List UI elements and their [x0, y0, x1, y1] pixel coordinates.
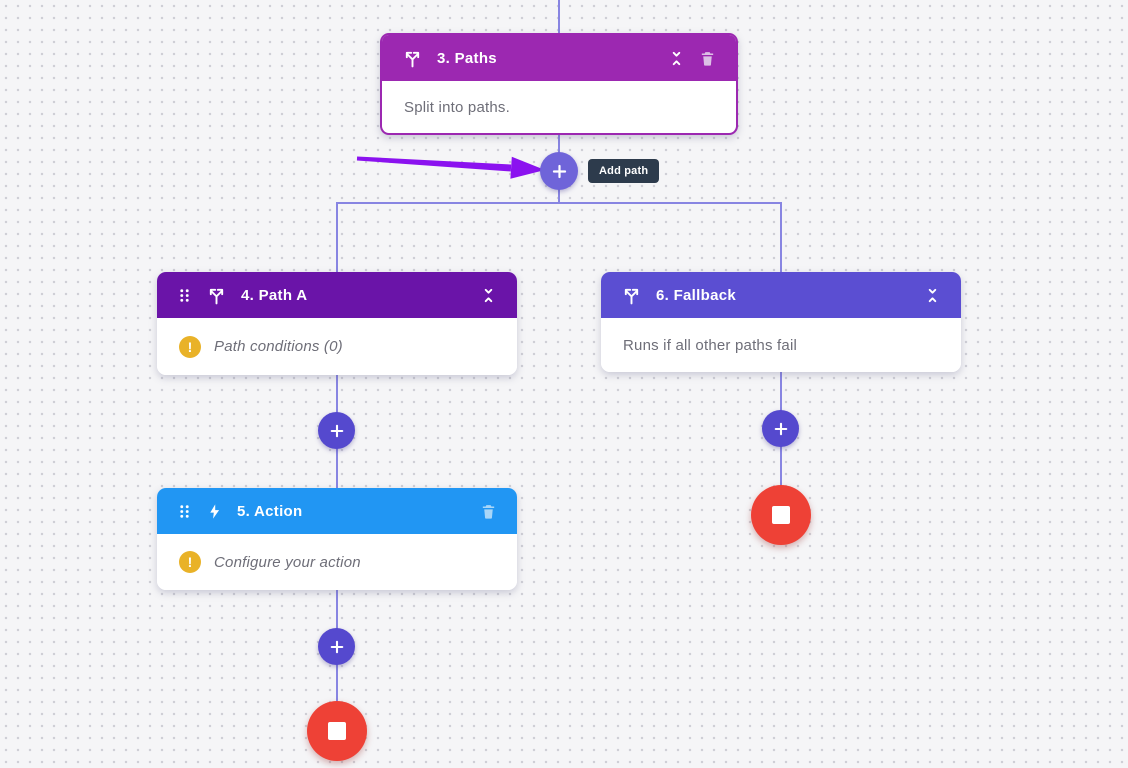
node-body-text: Runs if all other paths fail — [623, 336, 798, 354]
node-action-header[interactable]: 5. Action — [157, 488, 517, 534]
node-title: 3. Paths — [437, 49, 497, 67]
node-path-a-body[interactable]: ! Path conditions (0) — [157, 318, 517, 375]
split-branch-icon — [621, 285, 642, 306]
drag-handle-icon[interactable] — [177, 503, 192, 520]
node-body-text: Split into paths. — [404, 98, 510, 116]
node-title: 6. Fallback — [656, 286, 737, 304]
collapse-icon[interactable] — [924, 286, 941, 305]
end-node-button[interactable] — [751, 485, 811, 545]
node-path-a-header[interactable]: 4. Path A — [157, 272, 517, 318]
end-node-button[interactable] — [307, 701, 367, 761]
node-fallback-body[interactable]: Runs if all other paths fail — [601, 318, 961, 372]
plus-button[interactable] — [318, 628, 355, 665]
warning-icon: ! — [179, 551, 201, 573]
plus-button[interactable] — [318, 412, 355, 449]
collapse-icon[interactable] — [668, 49, 685, 68]
node-action-body[interactable]: ! Configure your action — [157, 534, 517, 590]
split-branch-icon — [206, 285, 227, 306]
add-path-tooltip: Add path — [588, 159, 660, 183]
node-paths-header[interactable]: 3. Paths — [382, 35, 736, 81]
node-body-text: Path conditions (0) — [214, 338, 343, 355]
trash-icon[interactable] — [480, 502, 497, 521]
connector-line — [558, 0, 560, 34]
node-fallback-header[interactable]: 6. Fallback — [601, 272, 961, 318]
connector-line — [336, 202, 338, 272]
lightning-icon — [206, 502, 223, 521]
node-body-text: Configure your action — [214, 553, 361, 571]
drag-handle-icon[interactable] — [177, 287, 192, 304]
connector-line — [336, 202, 782, 204]
connector-line — [780, 202, 782, 272]
node-title: 4. Path A — [241, 286, 308, 304]
plus-button[interactable] — [762, 410, 799, 447]
add-path-button[interactable] — [540, 152, 578, 190]
annotation-arrow — [356, 156, 545, 179]
node-path-a[interactable]: 4. Path A ! Path conditions (0) — [157, 272, 517, 375]
collapse-icon[interactable] — [480, 286, 497, 305]
trash-icon[interactable] — [699, 49, 716, 68]
node-action[interactable]: 5. Action ! Configure your action — [157, 488, 517, 590]
warning-icon: ! — [179, 335, 201, 358]
split-branch-icon — [402, 48, 423, 69]
node-paths-body[interactable]: Split into paths. — [382, 81, 736, 133]
node-paths[interactable]: 3. Paths Split into paths. — [380, 33, 738, 135]
stop-square-icon — [772, 506, 790, 524]
node-fallback[interactable]: 6. Fallback Runs if all other paths fail — [601, 272, 961, 372]
node-title: 5. Action — [237, 502, 303, 520]
stop-square-icon — [328, 722, 346, 740]
